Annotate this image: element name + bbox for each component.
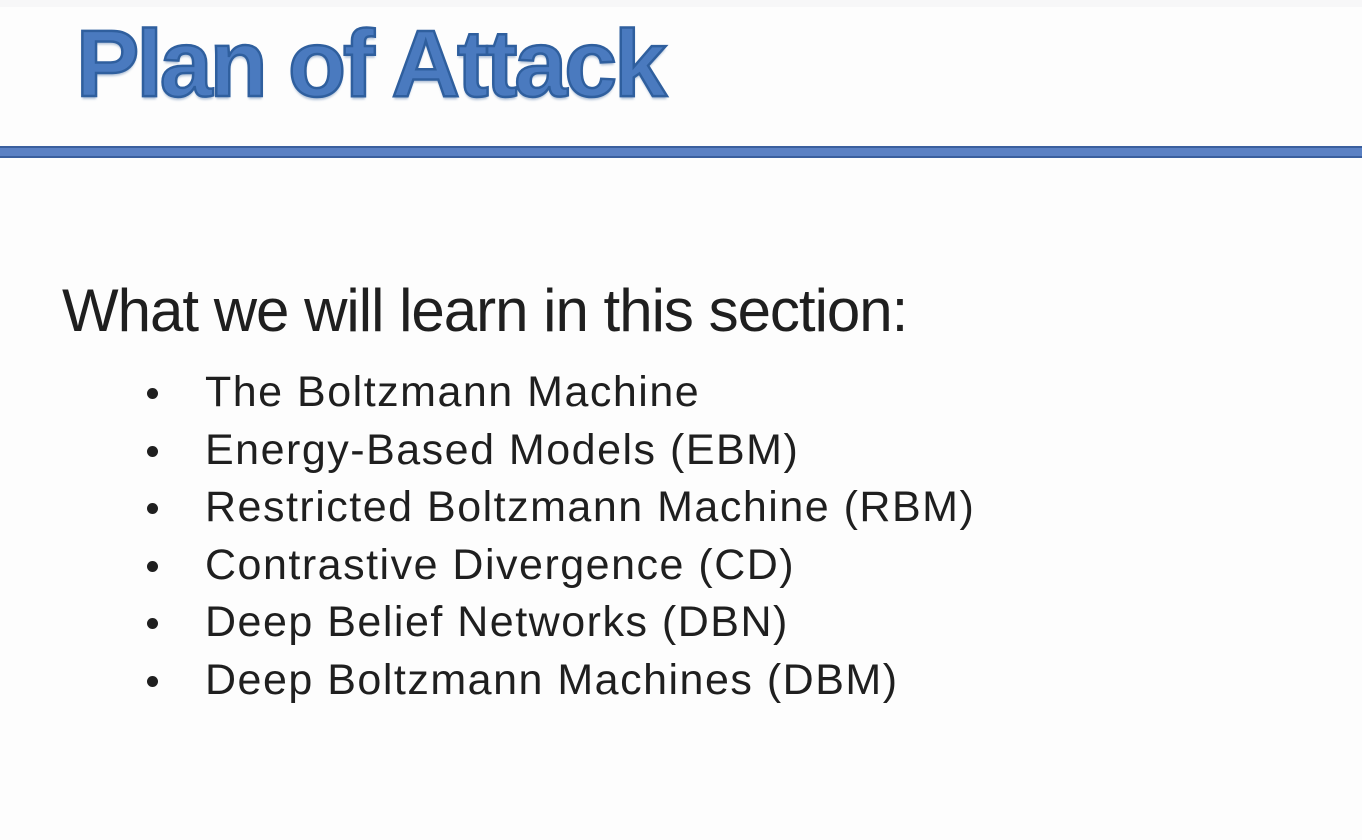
list-item-label: Energy-Based Models (EBM) [205,425,800,474]
list-item-label: Deep Belief Networks (DBN) [205,598,789,646]
bullet-icon [147,675,158,687]
bullet-icon [147,445,158,457]
bullet-icon [147,388,158,399]
top-edge-strip [0,0,1362,7]
list-item: Contrastive Divergence (CD) [0,537,1362,595]
bullet-icon [147,503,158,514]
topics-list: The Boltzmann Machine Energy-Based Model… [0,364,1362,709]
list-item-label: The Boltzmann Machine [205,368,701,416]
bullet-icon [147,560,158,572]
list-item: Deep Belief Networks (DBN) [0,594,1362,652]
list-item: Energy-Based Models (EBM) [0,422,1362,480]
title-divider-rule [0,146,1362,158]
bullet-icon [147,618,158,629]
list-item-label: Contrastive Divergence (CD) [205,540,796,589]
list-item: Deep Boltzmann Machines (DBM) [0,652,1362,710]
list-item-label: Deep Boltzmann Machines (DBM) [205,655,899,704]
section-heading: What we will learn in this section: [62,277,908,344]
slide-title: Plan of Attack [75,11,668,117]
list-item: The Boltzmann Machine [0,364,1362,422]
list-item-label: Restricted Boltzmann Machine (RBM) [205,483,976,531]
list-item: Restricted Boltzmann Machine (RBM) [0,479,1362,537]
